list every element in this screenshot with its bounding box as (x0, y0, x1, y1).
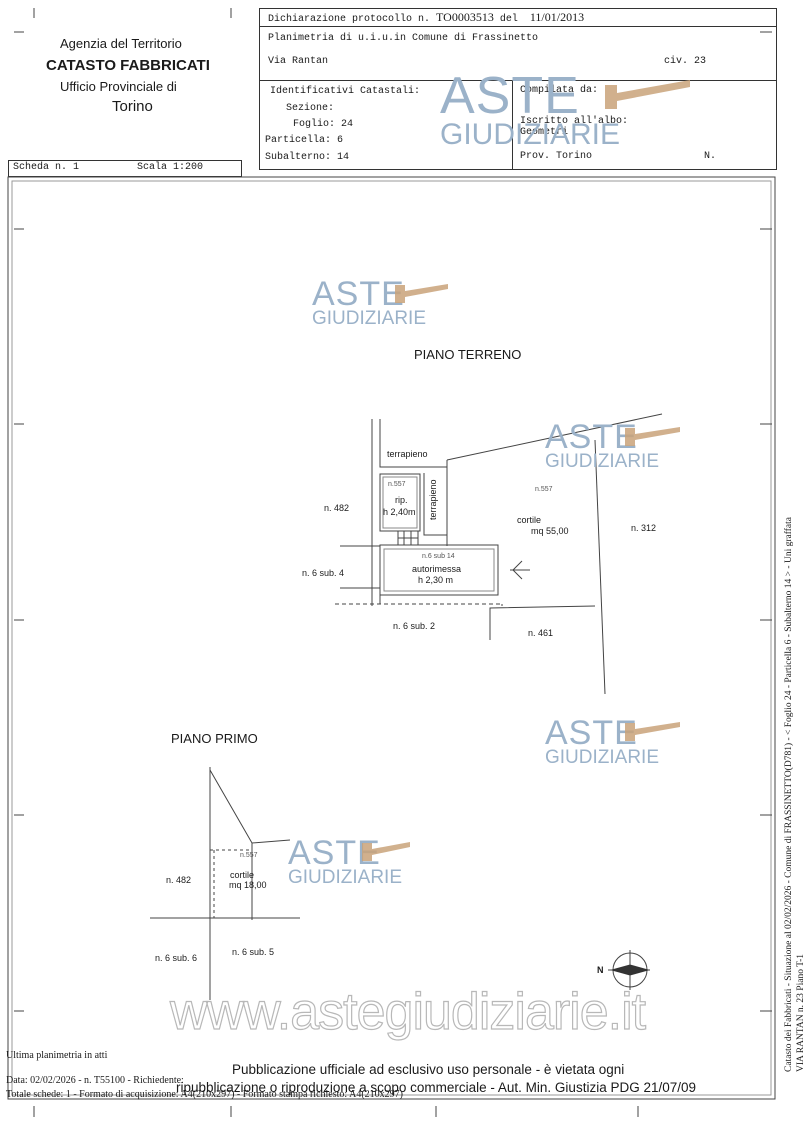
rip-label: rip. (395, 495, 408, 505)
province: Prov. Torino (520, 151, 593, 162)
parcel-6-sub-2: n. 6 sub. 2 (393, 621, 436, 631)
gavel-icon (605, 80, 690, 109)
profession: Geometri (520, 127, 569, 138)
civic-number: civ. 23 (664, 56, 707, 67)
agency-name: Agenzia del Territorio (60, 36, 182, 51)
watermark-2: ASTE GIUDIZIARIE (545, 418, 660, 472)
header-box (259, 8, 777, 170)
parcel-6-sub-5: n. 6 sub. 5 (232, 947, 275, 957)
cortile-label: cortile (517, 515, 542, 525)
watermark-3: ASTE GIUDIZIARIE (545, 714, 660, 768)
data-line: Data: 02/02/2026 - n. T55100 - Richieden… (6, 1075, 184, 1086)
plan-line: Planimetria di u.i.u.in Comune di Frassi… (268, 33, 539, 44)
gavel-icon (362, 842, 410, 861)
first-cortile-parcel: n.557 (240, 852, 258, 859)
last-plan-note: Ultima planimetria in atti (6, 1050, 108, 1061)
publication-line2: ripubblicazione o riproduzione a scopo c… (176, 1080, 697, 1095)
terrapieno-top-label: terrapieno (387, 449, 428, 459)
rip-parcel: n.557 (388, 481, 406, 488)
cortile-area: mq 55,00 (531, 526, 569, 536)
first-floor-title: PIANO PRIMO (171, 731, 258, 746)
parcel-6-sub-4: n. 6 sub. 4 (302, 568, 345, 578)
province-office: Ufficio Provinciale di (60, 79, 177, 94)
sezione: Sezione: (286, 103, 335, 114)
office-city: Torino (112, 98, 153, 115)
first-cortile-label: cortile (230, 870, 255, 880)
parcel-482: n. 482 (324, 503, 350, 513)
publication-line1: Pubblicazione ufficiale ad esclusivo uso… (232, 1062, 625, 1077)
parcel-312: n. 312 (631, 523, 657, 533)
totale-line: Totale schede: 1 - Formato di acquisizio… (6, 1089, 403, 1100)
subalterno: Subalterno: 14 (265, 152, 350, 163)
north-label: N (597, 965, 604, 975)
parcel-6-sub-6: n. 6 sub. 6 (155, 953, 198, 963)
iscritto: Iscritto all'albo: (520, 116, 629, 127)
autorimessa-parcel: n.6 sub 14 (422, 553, 455, 560)
foglio: Foglio: 24 (293, 119, 354, 130)
n-label: N. (704, 151, 717, 162)
autorimessa-height: h 2,30 m (418, 575, 454, 585)
side-text-line1: Catasto dei Fabbricati - Situazione al 0… (784, 517, 794, 1072)
first-parcel-482: n. 482 (166, 875, 192, 885)
ground-floor-title: PIANO TERRENO (414, 347, 522, 362)
side-text-line2: VIA RANTAN n. 23 Piano T-1 (796, 954, 806, 1072)
gavel-icon (625, 427, 680, 446)
scale: Scala 1:200 (137, 162, 204, 173)
ids-label: Identificativi Catastali: (270, 86, 421, 97)
particella: Particella: 6 (265, 135, 344, 146)
declaration-line: Dichiarazione protocollo n. TO0003513 de… (268, 10, 585, 25)
gavel-icon (625, 722, 680, 741)
website-watermark: www.astegiudiziarie.it (169, 982, 646, 1041)
rip-height: h 2,40m (383, 507, 416, 517)
watermark-header: ASTE GIUDIZIARIE (440, 67, 621, 151)
autorimessa-label: autorimessa (412, 564, 462, 574)
watermark-1: ASTE GIUDIZIARIE (312, 275, 427, 329)
scheda-number: Scheda n. 1 (13, 162, 80, 173)
gavel-icon (395, 284, 448, 303)
cortile-parcel: n.557 (535, 486, 553, 493)
compilata: Compilata da: (520, 85, 599, 96)
office-name: CATASTO FABBRICATI (46, 57, 210, 74)
street: Via Rantan (268, 56, 329, 67)
first-cortile-area: mq 18,00 (229, 880, 267, 890)
parcel-461: n. 461 (528, 628, 554, 638)
plan-frame (7, 176, 776, 1100)
